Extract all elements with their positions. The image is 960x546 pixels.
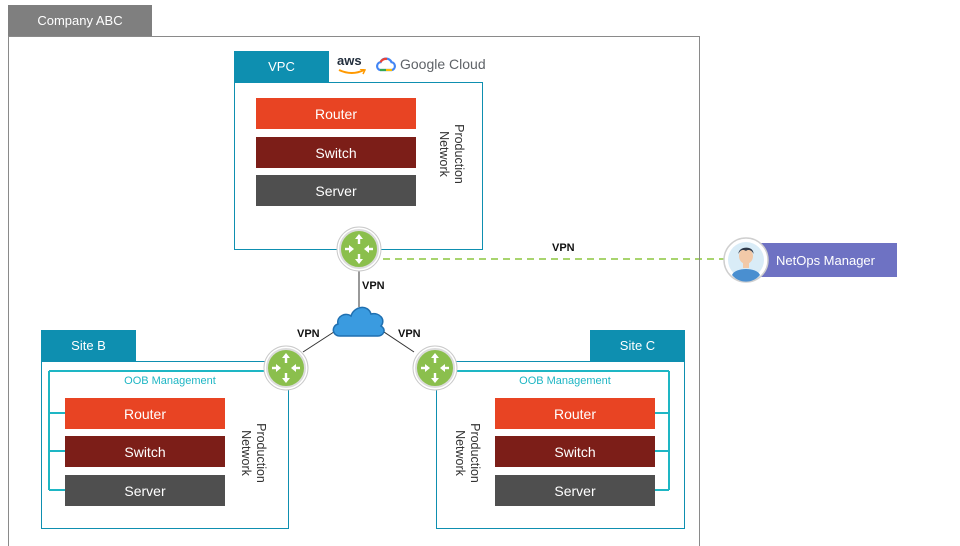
- site-b-oob-lines: [48, 370, 265, 491]
- vpc-switch-bar: Switch: [256, 137, 416, 168]
- site-c-router-bar: Router: [495, 398, 655, 429]
- aws-logo: aws: [337, 53, 369, 79]
- company-boundary: [8, 36, 700, 546]
- site-b-server-bar: Server: [65, 475, 225, 506]
- google-cloud-icon: [376, 57, 396, 72]
- internet-cloud-icon: [332, 306, 385, 337]
- netops-manager-label: NetOps Manager: [776, 252, 875, 268]
- site-c-tab: Site C: [590, 330, 685, 361]
- vpn-label-manager: VPN: [552, 242, 575, 254]
- vpc-tab: VPC: [234, 51, 329, 82]
- site-c-box: [436, 361, 685, 529]
- site-b-production-network-label: Production Network: [239, 423, 268, 483]
- site-c-oob-lines: [456, 370, 670, 491]
- site-b-oob-label: OOB Management: [124, 375, 216, 387]
- vpc-router-icon: [336, 226, 382, 272]
- vpc-router-bar: Router: [256, 98, 416, 129]
- site-b-router-bar: Router: [65, 398, 225, 429]
- vpc-server-bar: Server: [256, 175, 416, 206]
- vpn-label-vpc-cloud: VPN: [362, 280, 385, 292]
- netops-manager-box: NetOps Manager: [760, 243, 897, 277]
- site-c-switch-bar: Switch: [495, 436, 655, 467]
- site-c-router-icon: [412, 345, 458, 391]
- site-c-production-network-label: Production Network: [453, 423, 482, 483]
- site-b-tab: Site B: [41, 330, 136, 361]
- vpn-label-site-c: VPN: [398, 328, 421, 340]
- site-c-server-bar: Server: [495, 475, 655, 506]
- google-cloud-logo: Google Cloud: [376, 56, 486, 72]
- site-b-box: [41, 361, 289, 529]
- site-c-oob-label: OOB Management: [519, 375, 611, 387]
- aws-smile-icon: [338, 69, 366, 75]
- user-avatar-icon: [723, 237, 769, 283]
- site-b-switch-bar: Switch: [65, 436, 225, 467]
- vpn-label-site-b: VPN: [297, 328, 320, 340]
- vpc-production-network-label: Production Network: [437, 124, 466, 184]
- site-b-router-icon: [263, 345, 309, 391]
- company-label: Company ABC: [8, 5, 152, 36]
